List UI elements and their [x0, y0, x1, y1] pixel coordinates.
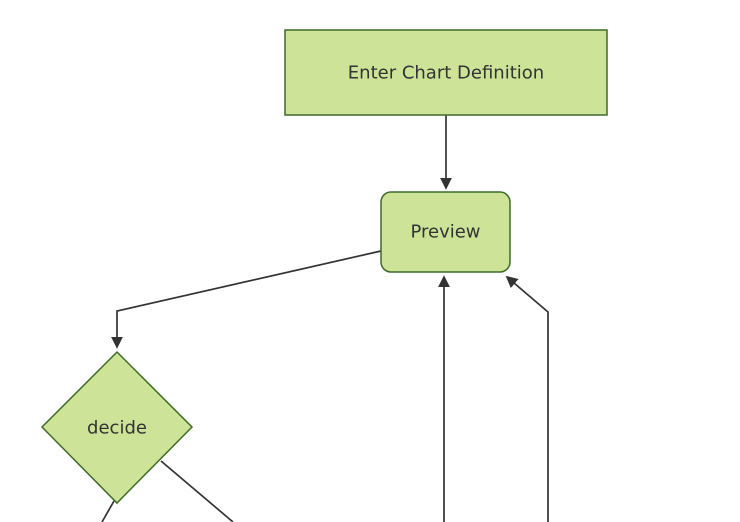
- node-label: Preview: [410, 222, 480, 243]
- edge-line: [111, 250, 382, 349]
- rounded-rectangle-shape: [380, 191, 511, 273]
- edge-decide-to-offscreen-right: [160, 460, 234, 522]
- node-enter-chart-definition: Enter Chart Definition: [284, 29, 608, 116]
- edge-bottom-right-to-preview: [505, 275, 549, 522]
- node-label: Enter Chart Definition: [348, 63, 544, 84]
- edge-decide-to-offscreen-left: [101, 500, 115, 522]
- node-decide: decide: [40, 350, 194, 505]
- diamond-shape: [40, 350, 194, 505]
- node-preview: Preview: [380, 191, 511, 273]
- rectangle-shape: [284, 29, 608, 116]
- node-label: decide: [87, 418, 147, 439]
- edge-line: [101, 500, 115, 522]
- edge-preview-to-decide: [111, 250, 382, 349]
- edge-line: [505, 275, 549, 522]
- edge-line: [160, 460, 234, 522]
